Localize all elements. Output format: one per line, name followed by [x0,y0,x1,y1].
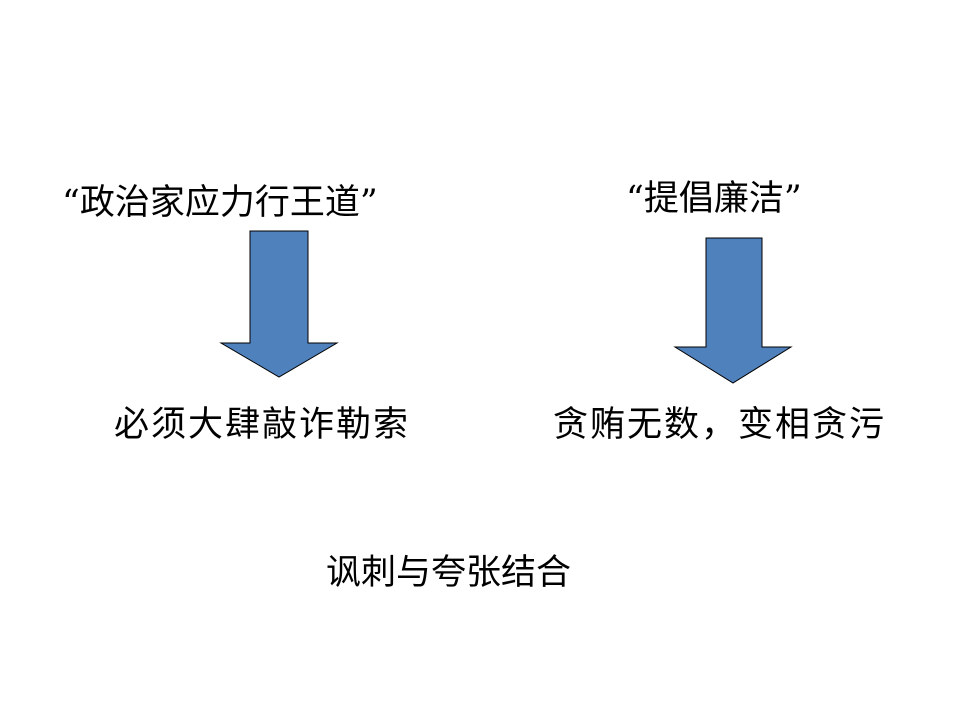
left-result-text: 必须大肆敲诈勒索 [114,405,411,445]
right-quote-text: “提倡廉洁” [626,179,802,219]
down-arrow-icon [219,230,339,378]
right-result-text: 贪贿无数，变相贪污 [553,405,887,445]
conclusion-text: 讽刺与夸张结合 [326,553,572,593]
left-quote-text: “政治家应力行王道” [62,183,378,223]
down-arrow-icon [673,237,793,384]
